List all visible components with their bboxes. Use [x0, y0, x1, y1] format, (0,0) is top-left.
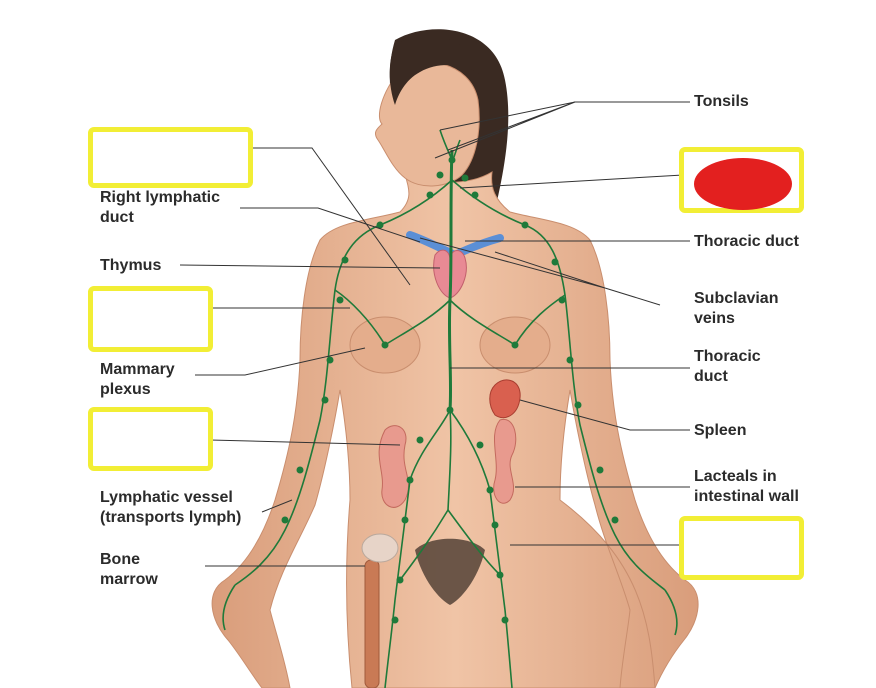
- lymph-node: [496, 571, 504, 579]
- lymph-node: [416, 436, 424, 444]
- lymph-node: [296, 466, 304, 474]
- lymph-node: [446, 406, 454, 414]
- lymph-node: [436, 171, 444, 179]
- lymph-node: [336, 296, 344, 304]
- answer-box-4[interactable]: [88, 407, 213, 471]
- lymph-network: [222, 129, 678, 688]
- lymph-node: [341, 256, 349, 264]
- lymph-node: [321, 396, 329, 404]
- lymph-node: [551, 258, 559, 266]
- lymph-node: [401, 516, 409, 524]
- leader-tonsils: [434, 101, 690, 159]
- label-thoracic-duct-upper: Thoracic duct: [694, 233, 799, 250]
- lymph-vessel: [409, 409, 491, 491]
- answer-box-1[interactable]: [88, 127, 253, 188]
- leader-box2: [459, 174, 684, 189]
- redacted-answer-blot: [694, 158, 792, 210]
- leader-lymphatic-vessel: [261, 499, 293, 513]
- lymph-node: [476, 441, 484, 449]
- label-lacteals: Lacteals in intestinal wall: [694, 468, 799, 505]
- pubic-area: [415, 538, 485, 605]
- lymph-node: [521, 221, 529, 229]
- lymph-node: [611, 516, 619, 524]
- lymph-node: [381, 341, 389, 349]
- label-thymus: Thymus: [100, 257, 162, 274]
- label-thoracic-duct-lower: Thoracic duct: [694, 348, 761, 385]
- lymph-node: [574, 401, 582, 409]
- label-right-lymphatic-duct: Right lymphatic duct: [100, 189, 221, 226]
- femur-bone: [364, 559, 380, 688]
- label-lymphatic-vessel: Lymphatic vessel (transports lymph): [100, 489, 242, 526]
- lymph-vessel: [234, 179, 453, 586]
- lymph-node: [326, 356, 334, 364]
- lymph-node: [391, 616, 399, 624]
- lymph-node: [426, 191, 434, 199]
- label-subclavian-veins: Subclavian veins: [694, 290, 779, 327]
- lymph-node: [376, 221, 384, 229]
- lymph-vessel: [222, 584, 678, 636]
- lymph-node: [511, 341, 519, 349]
- label-spleen: Spleen: [694, 422, 747, 439]
- lymph-node: [566, 356, 574, 364]
- leader-thymus: [179, 264, 441, 269]
- lymph-vessel: [447, 149, 454, 411]
- leader-box4: [209, 439, 401, 446]
- label-bone-marrow: Bone marrow: [100, 551, 158, 588]
- lymph-vessel: [384, 299, 516, 346]
- lymph-node: [461, 174, 469, 182]
- lymph-node: [486, 486, 494, 494]
- leader-spleen: [519, 399, 690, 431]
- lymph-vessel: [447, 409, 452, 511]
- lymph-node: [448, 156, 456, 164]
- intestine-left: [378, 425, 409, 508]
- lymph-vessel: [384, 479, 411, 688]
- label-tonsils: Tonsils: [694, 93, 749, 110]
- lymph-node: [471, 191, 479, 199]
- lymph-node: [558, 296, 566, 304]
- lymph-node: [281, 516, 289, 524]
- hair-fringe: [389, 35, 480, 105]
- leader-lines: [179, 101, 690, 567]
- intestine-right: [493, 418, 517, 504]
- leader-right-lymphatic-duct: [240, 207, 421, 243]
- answer-box-5[interactable]: [679, 516, 804, 580]
- lymph-node: [491, 521, 499, 529]
- lymph-node: [406, 476, 414, 484]
- spleen: [489, 379, 521, 419]
- body-silhouette: [211, 171, 699, 688]
- label-mammary-plexus: Mammary plexus: [100, 361, 175, 398]
- leader-mammary: [195, 347, 366, 376]
- answer-box-3[interactable]: [88, 286, 213, 352]
- femur-head: [361, 533, 399, 563]
- leader-subclavian: [419, 237, 661, 306]
- lymph-node: [596, 466, 604, 474]
- lymph-node: [396, 576, 404, 584]
- lymph-node: [501, 616, 509, 624]
- lymph-vessel: [399, 509, 501, 581]
- leader-box1: [250, 147, 411, 286]
